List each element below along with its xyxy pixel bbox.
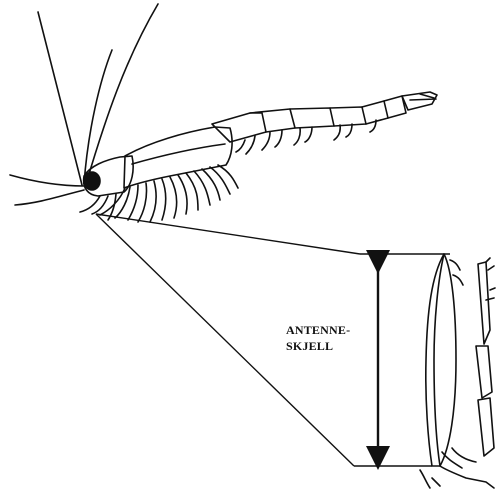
- abdomen-segment-4: [330, 107, 366, 126]
- label-line-1: ANTENNE-: [286, 322, 358, 338]
- thorax-legs: [100, 165, 238, 222]
- antennule-upper: [10, 175, 84, 186]
- peduncle-segment-middle: [476, 346, 492, 398]
- shrimp-illustration: [10, 4, 437, 222]
- projection-line-upper: [96, 214, 360, 254]
- label-line-2: SKJELL: [286, 338, 358, 354]
- antennal-scale-base: [420, 466, 494, 488]
- base-detail: [442, 448, 476, 468]
- antennal-scale-edge: [434, 254, 444, 466]
- antennal-scale-detail: [420, 254, 495, 488]
- projection-lines: [96, 214, 450, 466]
- shrimp-eye: [84, 172, 100, 190]
- peduncle-segment-lower: [478, 398, 494, 456]
- antennal-scale-label: ANTENNE- SKJELL: [286, 322, 358, 354]
- abdomen-segment-2: [250, 109, 295, 132]
- tail-fan: [402, 92, 437, 110]
- shrimp-carapace: [124, 127, 232, 188]
- antennal-scale-outline: [426, 254, 456, 466]
- carapace-line: [132, 144, 225, 164]
- peduncle-segment-upper: [478, 262, 490, 344]
- antennule-lower: [15, 190, 84, 205]
- abdomen-segment-3: [290, 108, 334, 128]
- antenna-left-long: [38, 12, 82, 185]
